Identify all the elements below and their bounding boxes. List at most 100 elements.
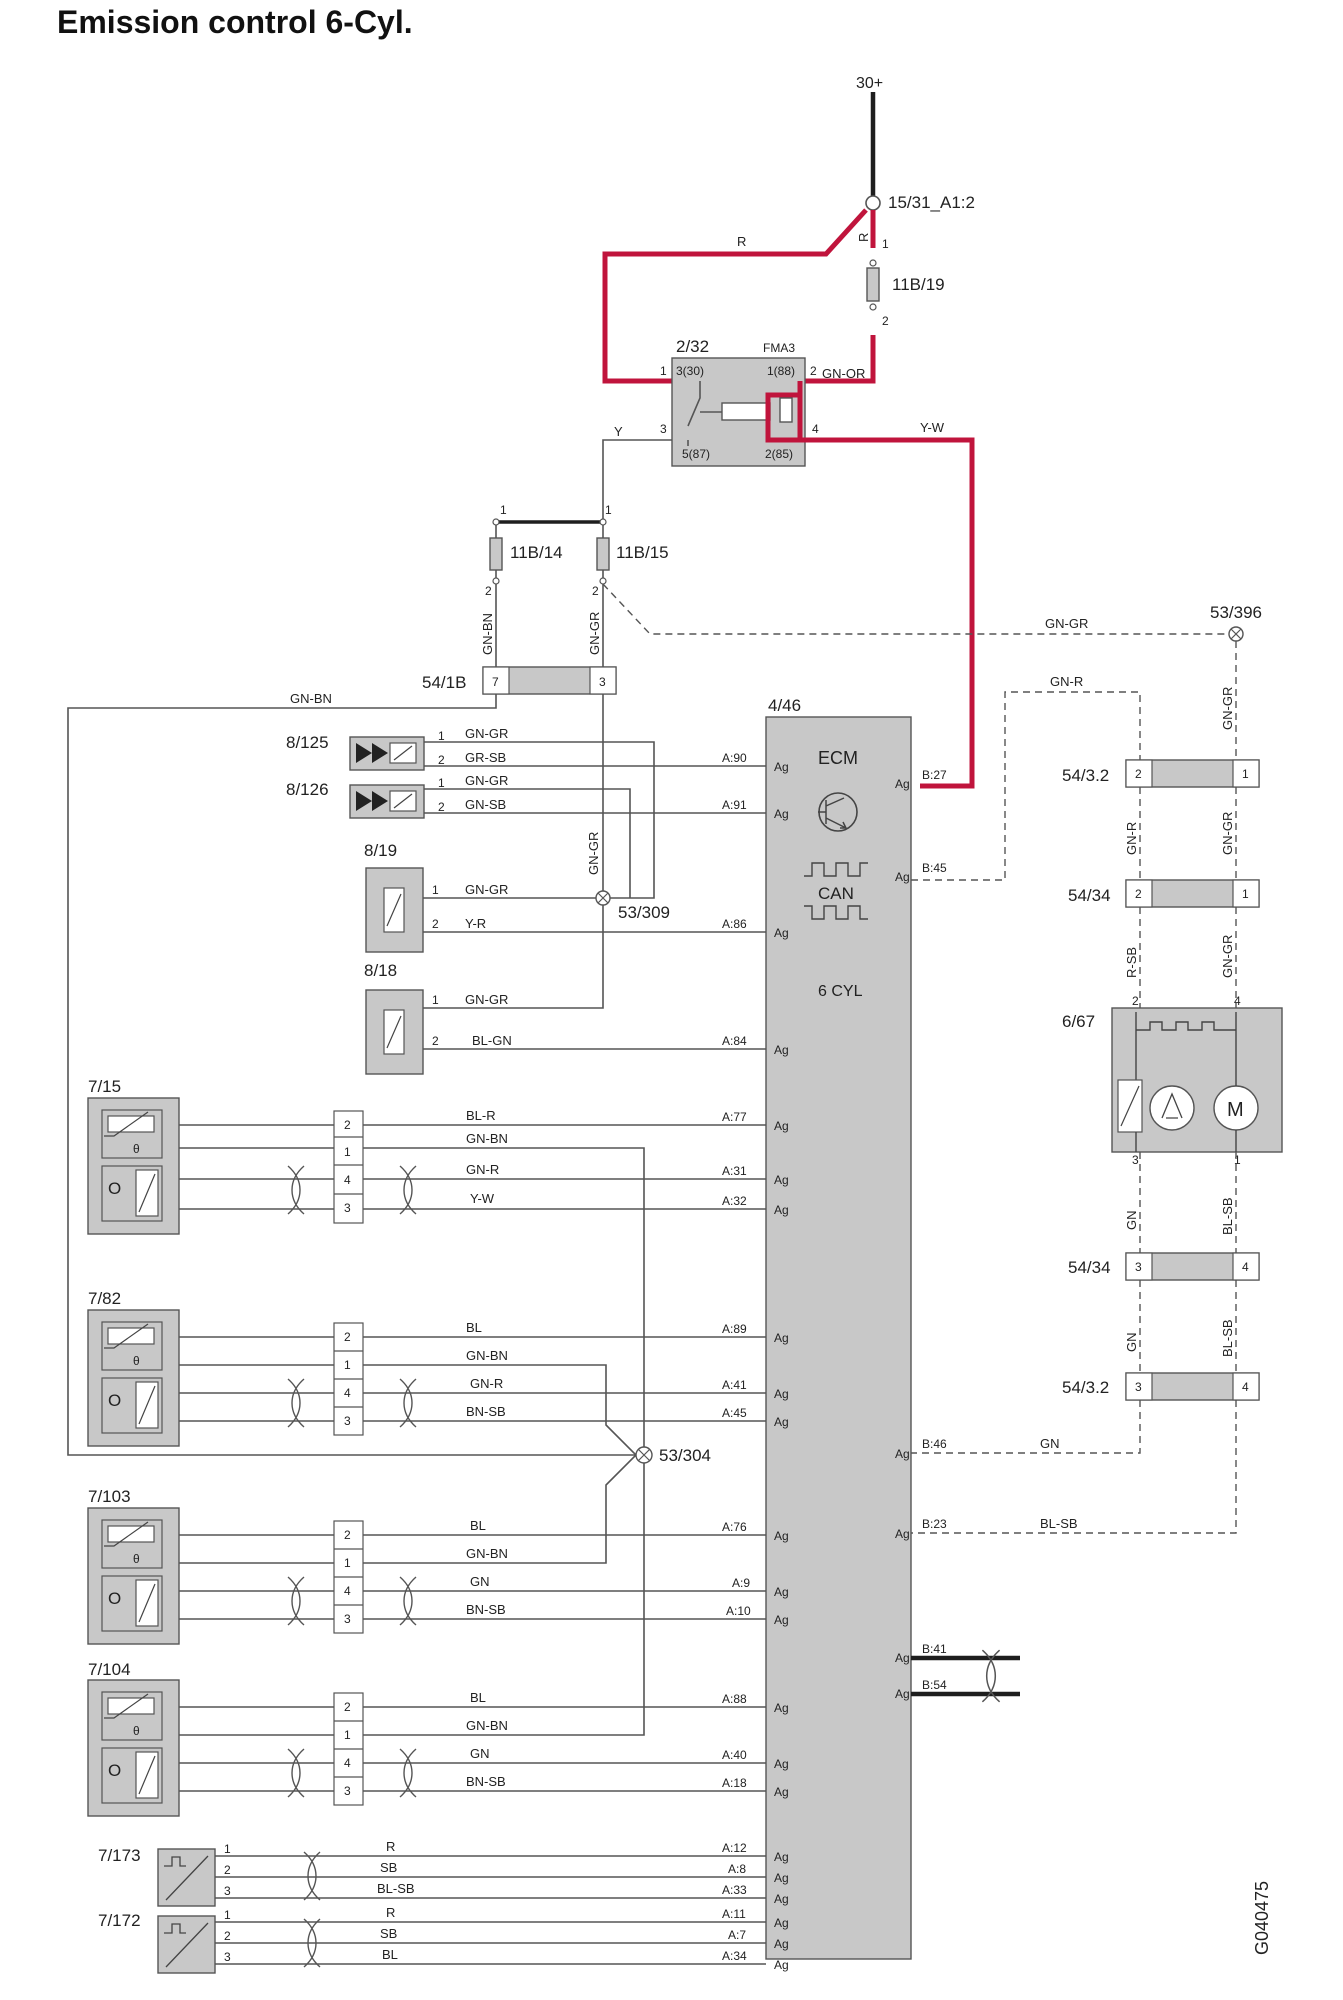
wire-label-r-vertical: R [856, 233, 871, 242]
wire-label-bl-sb-2: BL-SB [1220, 1319, 1235, 1357]
pump-pressure-symbol [1161, 1092, 1183, 1119]
splice-mark [1230, 628, 1242, 640]
wire-label-gn-gr: GN-GR [465, 726, 508, 741]
wire-label: GN [470, 1574, 490, 1589]
valve-coil-slash [393, 793, 413, 809]
wire-label: BN-SB [466, 1602, 506, 1617]
ecm-ref: 4/46 [768, 696, 801, 715]
connector-7-15 [333, 1110, 364, 1224]
connector-cell [1125, 879, 1153, 908]
wire-label: GN-R [466, 1162, 499, 1177]
comp-8-126-label: 8/126 [286, 780, 329, 799]
connector-54-1b-label: 54/1B [422, 673, 466, 692]
ecm-ag-right: Ag Ag Ag Ag Ag Ag [895, 777, 910, 1701]
page-title: Emission control 6-Cyl. [57, 4, 413, 40]
connector-cell [1232, 1372, 1260, 1401]
sensor-group-7-103: 7/103 θ O [87, 1487, 180, 1645]
wire-label: BN-SB [466, 1404, 506, 1419]
theta-symbol: θ [133, 1552, 140, 1566]
sensor-coil-slash [386, 1015, 402, 1049]
o2-slash [138, 1583, 156, 1623]
ecm-pin-a40: A:40 [722, 1748, 747, 1762]
wire-label: BL-R [466, 1108, 496, 1123]
conn-pin: 1 [1242, 767, 1249, 781]
connector-dividers [334, 1720, 363, 1778]
fuse-11b15-label: 11B/15 [616, 543, 669, 562]
sensor-symbol [164, 1855, 209, 1901]
pin: 1 [344, 1728, 351, 1742]
pin: 1 [344, 1145, 351, 1159]
ecm-pin-a10: A:10 [726, 1604, 751, 1618]
wires-54-to-54-b [1139, 1280, 1237, 1373]
wire-label: SB [380, 1926, 397, 1941]
fuse-pin [869, 303, 877, 311]
ag-label: Ag [774, 1043, 789, 1057]
comp-8-125-label: 8/125 [286, 733, 329, 752]
wires-54-to-54 [1139, 787, 1237, 880]
wire-label-gn-gr-396: GN-GR [1045, 616, 1088, 631]
relay-diode [779, 397, 793, 423]
conn-pin: 4 [1242, 1380, 1249, 1394]
pin: 4 [344, 1386, 351, 1400]
sensor-7-15-to-ecm [363, 1124, 766, 1455]
ecm-pin-a77: A:77 [722, 1110, 747, 1124]
wire-label-gn-sb: GN-SB [465, 797, 506, 812]
theta-symbol: θ [133, 1354, 140, 1368]
splice-15-31 [865, 195, 881, 211]
wire-label-y-w: Y-W [920, 420, 945, 435]
valve-icon [356, 791, 388, 811]
connector-cell [1125, 1372, 1153, 1401]
ecm-pin-b27: B:27 [922, 768, 947, 782]
relay-pin-2-85: 2(85) [765, 447, 793, 461]
ag-label: Ag [895, 777, 910, 791]
comp-7-15-label: 7/15 [88, 1077, 121, 1096]
wire-gn-bn-loop [67, 694, 636, 1456]
heater-slash [104, 1111, 149, 1137]
ecm-pulse-icon [804, 862, 868, 877]
pin: 1 [224, 1908, 231, 1922]
o2-symbol: O [108, 1761, 121, 1780]
relay-name: FMA3 [763, 341, 795, 355]
ag-label: Ag [774, 1529, 789, 1543]
ecm-can-label: CAN [818, 884, 854, 903]
fuse-11b14 [489, 537, 503, 571]
pin: 3 [344, 1201, 351, 1215]
pin: 1 [224, 1842, 231, 1856]
valve-coil-slash [393, 745, 413, 761]
wires-from-pump [1139, 1152, 1237, 1253]
twist-mark [287, 1378, 305, 1428]
connector-dividers [334, 1548, 363, 1606]
relay-pin-1: 1 [660, 364, 667, 378]
ecm-pin-a84: A:84 [722, 1034, 747, 1048]
ag-label: Ag [895, 1527, 910, 1541]
relay-coil [721, 402, 771, 421]
sensor-group-7-82: 7/82 θ O [87, 1289, 180, 1447]
fuse-out-wires [495, 584, 604, 667]
fuse-pin [599, 577, 607, 585]
wire-label-gn-gr-v2: GN-GR [1220, 812, 1235, 855]
wire-label-gn-gr-v3: GN-GR [1220, 935, 1235, 978]
ag-label: Ag [774, 1613, 789, 1627]
pin: 4 [344, 1584, 351, 1598]
sensor-coil-slash [386, 893, 402, 927]
conn-pin: 2 [1135, 887, 1142, 901]
ag-label: Ag [774, 1958, 789, 1972]
relay-pin-4: 4 [812, 422, 819, 436]
ag-label: Ag [774, 926, 789, 940]
pump-motor-label: M [1227, 1099, 1244, 1121]
pin: 4 [344, 1173, 351, 1187]
sensor-7-173-wires [215, 1855, 766, 1899]
wire-label: GN-BN [466, 1348, 508, 1363]
fuse-leads [495, 525, 604, 538]
can-bus-wires [911, 1655, 1020, 1697]
pin: 3 [344, 1612, 351, 1626]
ecm-pin-a12: A:12 [722, 1841, 747, 1855]
connector-cell [1232, 1252, 1260, 1281]
pump-pulse-circuit [1135, 1012, 1237, 1080]
connector-dividers [334, 1136, 363, 1195]
pin: 3 [224, 1884, 231, 1898]
connector-cell [482, 666, 510, 695]
relay-pin-3: 3 [660, 422, 667, 436]
heater-slash [104, 1323, 149, 1349]
ecm-4-46 [765, 716, 912, 1960]
